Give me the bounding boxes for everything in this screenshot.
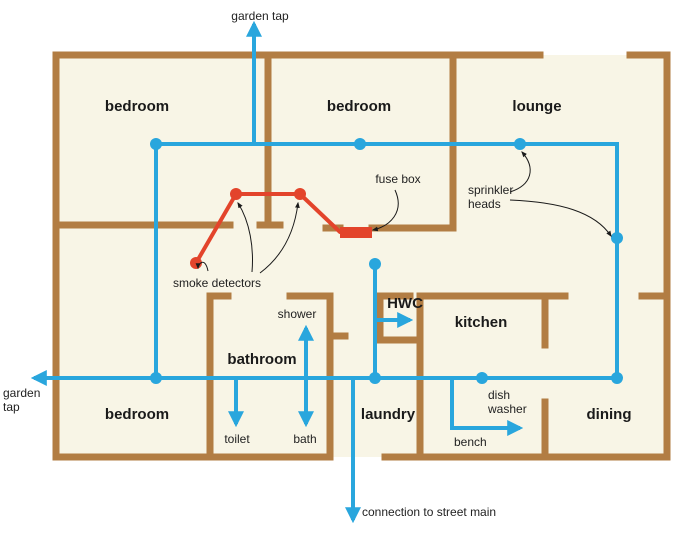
garden-tap-left-label-line-2: tap [3,400,20,414]
smoke-detector-2 [230,188,242,200]
shower-label: shower [278,307,317,321]
room-label-dining: dining [587,406,632,423]
sprinkler-heads-label-line-2: heads [468,197,501,211]
water-pipes [30,20,619,524]
garden-tap-left-label-line-1: garden [3,386,40,400]
sprinkler-head [611,232,623,244]
fuse-box [340,227,372,238]
room-label-bedroom-bottom: bedroom [105,406,169,423]
pointer-arrows [195,151,612,274]
bench-label: bench [454,435,487,449]
pipe-junctions [150,138,623,384]
room-label-lounge: lounge [512,98,561,115]
fuse-box-label: fuse box [375,172,420,186]
dish-washer-label-line-1: dish [488,388,510,402]
room-label-bedroom-top-left: bedroom [105,98,169,115]
hwc-label: HWC [387,295,423,312]
smoke-detector-circuit [190,188,372,269]
bath-label: bath [293,432,316,446]
room-label-kitchen: kitchen [455,314,508,331]
garden-tap-top-label: garden tap [231,9,289,23]
street-main-label: connection to street main [362,505,496,519]
dish-washer-label-line-2: washer [487,402,527,416]
sprinkler-heads-label-line-1: sprinkler [468,183,513,197]
room-label-bathroom: bathroom [227,351,296,368]
toilet-label: toilet [224,432,250,446]
floor-area [56,55,667,457]
room-label-laundry: laundry [361,406,416,423]
smoke-detector-3 [294,188,306,200]
smoke-detectors-label: smoke detectors [173,276,261,290]
room-label-bedroom-top-mid: bedroom [327,98,391,115]
